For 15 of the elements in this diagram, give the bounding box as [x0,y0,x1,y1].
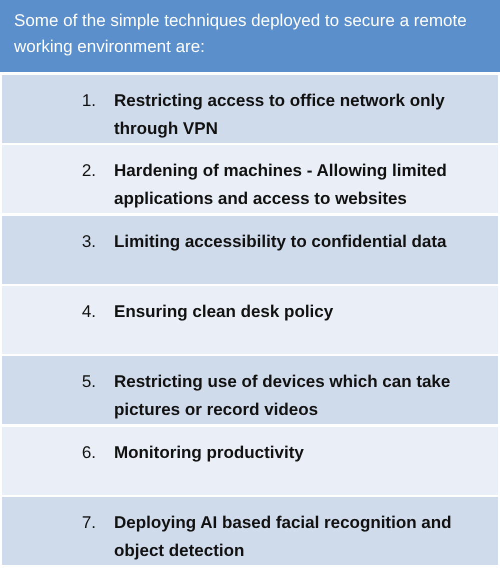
list-item-text: Restricting use of devices which can take pictures or record videos [114,371,452,422]
list-number: 6. [80,442,96,464]
table-header: Some of the simple techniques deployed to secure a remote working environment are: [0,0,500,72]
list-item-text: Limiting accessibility to confidential data [114,230,448,253]
list-number: 4. [80,300,96,323]
list-item-text: Deploying AI based facial recognition and object detection [114,512,453,562]
list-item-text: Monitoring productivity [114,442,305,464]
list-number: 1. [80,90,96,112]
list-number: 5. [80,371,96,394]
list-item-text: Ensuring clean desk policy [114,300,334,323]
list-item-text: Restricting access to office network only through VPN [114,90,446,140]
list-number: 3. [80,230,96,253]
list-number: 7. [80,512,96,534]
list-item-text: Hardening of machines - Allowing limited applications and access to websites [114,160,448,210]
list-number: 2. [80,160,96,182]
